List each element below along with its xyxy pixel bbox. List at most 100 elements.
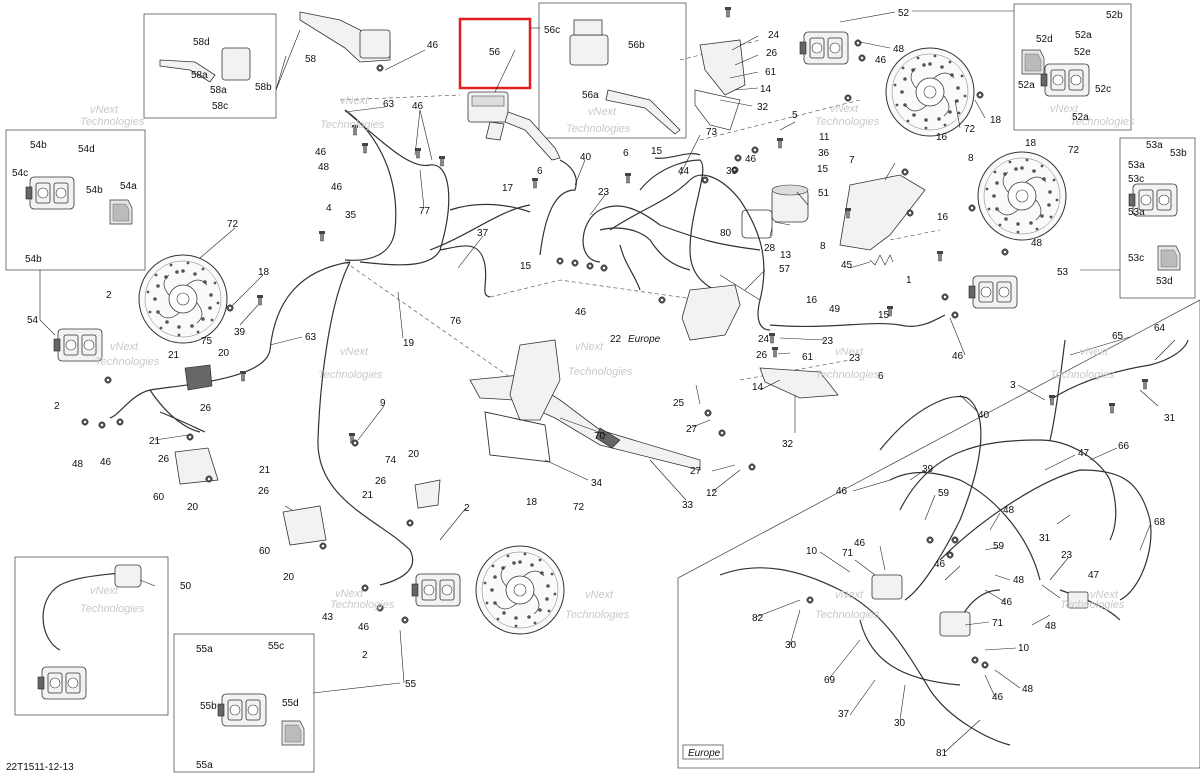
callout-30: 30 <box>894 718 906 729</box>
watermark-line1: vNext <box>575 341 604 353</box>
callout-23: 23 <box>849 353 861 364</box>
watermark-line2: Technologies <box>95 356 160 368</box>
callout-50: 50 <box>180 581 192 592</box>
callout-18: 18 <box>990 115 1002 126</box>
brake-caliper-53 <box>968 275 1018 309</box>
callout-46: 46 <box>992 692 1004 703</box>
callout-16: 16 <box>937 212 949 223</box>
callout-21: 21 <box>259 465 271 476</box>
callout-16: 16 <box>936 132 948 143</box>
callout-15: 15 <box>817 164 829 175</box>
callout-46: 46 <box>836 486 848 497</box>
watermark-line1: vNext <box>340 346 369 358</box>
brake-disc-top-right <box>885 47 975 137</box>
callout-27: 27 <box>686 424 698 435</box>
watermark-line2: Technologies <box>80 116 145 128</box>
callout-27: 27 <box>690 466 702 477</box>
watermark-line2: Technologies <box>815 609 880 621</box>
callout-7: 7 <box>849 155 855 166</box>
master-cylinder-icon <box>467 91 561 161</box>
callout-37: 37 <box>838 709 850 720</box>
callout-74: 74 <box>385 455 397 466</box>
callout-46: 46 <box>952 351 964 362</box>
callout-52c: 52c <box>1095 84 1111 95</box>
watermark-line2: Technologies <box>320 119 385 131</box>
callout-43: 43 <box>322 612 334 623</box>
watermark-line1: vNext <box>1080 346 1109 358</box>
callout-77: 77 <box>419 206 431 217</box>
callout-49: 49 <box>829 304 841 315</box>
callout-48: 48 <box>318 162 330 173</box>
callout-20: 20 <box>187 502 199 513</box>
callout-26: 26 <box>158 454 170 465</box>
callout-40: 40 <box>580 152 592 163</box>
watermark-line2: Technologies <box>566 123 631 135</box>
brake-caliper-2 <box>411 573 461 607</box>
callout-11: 11 <box>819 132 830 143</box>
drawing-number: 22T1511-12-13 <box>6 762 74 773</box>
callout-15: 15 <box>878 310 890 321</box>
highlight-box-part-56 <box>458 17 532 90</box>
callout-18: 18 <box>1025 138 1037 149</box>
callout-20: 20 <box>218 348 230 359</box>
brake-disc-front-left <box>138 254 228 344</box>
watermark-line2: Technologies <box>1070 116 1135 128</box>
inset-52-caliper-kit <box>1013 3 1132 131</box>
watermarks: vNext Technologies vNext Technologies vN… <box>80 95 1135 621</box>
callout-25: 25 <box>673 398 685 409</box>
callout-73: 73 <box>706 127 718 138</box>
callout-21: 21 <box>362 490 374 501</box>
callout-44: 44 <box>678 166 690 177</box>
callout-10: 10 <box>806 546 818 557</box>
callout-72: 72 <box>964 124 976 135</box>
callout-52e: 52e <box>1074 47 1091 58</box>
callout-14: 14 <box>760 84 772 95</box>
callout-30: 30 <box>785 640 797 651</box>
callout-8: 8 <box>968 153 974 164</box>
callout-54b: 54b <box>86 185 103 196</box>
europe-tag: Europe <box>688 748 721 759</box>
callout-48: 48 <box>893 44 905 55</box>
callout-60: 60 <box>153 492 165 503</box>
callout-23: 23 <box>1061 550 1073 561</box>
callout-58b: 58b <box>255 82 272 93</box>
callout-53c: 53c <box>1128 174 1144 185</box>
callout-70: 70 <box>594 431 606 442</box>
callout-48: 48 <box>1022 684 1034 695</box>
callout-54c: 54c <box>12 168 28 179</box>
callout-40: 40 <box>978 410 990 421</box>
europe-label: Europe <box>628 334 661 345</box>
callout-32: 32 <box>757 102 769 113</box>
watermark-line1: vNext <box>110 341 139 353</box>
callout-57: 57 <box>779 264 791 275</box>
callout-48: 48 <box>72 459 84 470</box>
callout-55: 55 <box>405 679 417 690</box>
watermark-line1: vNext <box>90 104 119 116</box>
callout-52d: 52d <box>1036 34 1053 45</box>
callout-12: 12 <box>706 488 718 499</box>
callout-45: 45 <box>841 260 853 271</box>
brake-disc-bottom <box>475 545 565 635</box>
callout-23: 23 <box>598 187 610 198</box>
callout-46: 46 <box>358 622 370 633</box>
callout-33: 33 <box>682 500 694 511</box>
callout-labels: 58d 58a 58b 58a 58c 58 46 56 56c 56b 56a… <box>6 8 1187 773</box>
callout-80: 80 <box>720 228 732 239</box>
callout-2: 2 <box>464 503 470 514</box>
callout-39: 39 <box>234 327 246 338</box>
callout-72: 72 <box>573 502 585 513</box>
callout-46: 46 <box>854 538 866 549</box>
watermark-line1: vNext <box>1050 103 1079 115</box>
callout-21: 21 <box>168 350 180 361</box>
callout-47: 47 <box>1078 448 1090 459</box>
callout-66: 66 <box>1118 441 1130 452</box>
callout-56a: 56a <box>582 90 599 101</box>
callout-4: 4 <box>326 203 332 214</box>
callout-15: 15 <box>520 261 532 272</box>
callout-69: 69 <box>824 675 836 686</box>
inset-54-caliper-kit <box>5 129 146 271</box>
watermark-line1: vNext <box>835 589 864 601</box>
callout-59: 59 <box>993 541 1005 552</box>
watermark-line2: Technologies <box>318 369 383 381</box>
callout-24: 24 <box>768 30 780 41</box>
